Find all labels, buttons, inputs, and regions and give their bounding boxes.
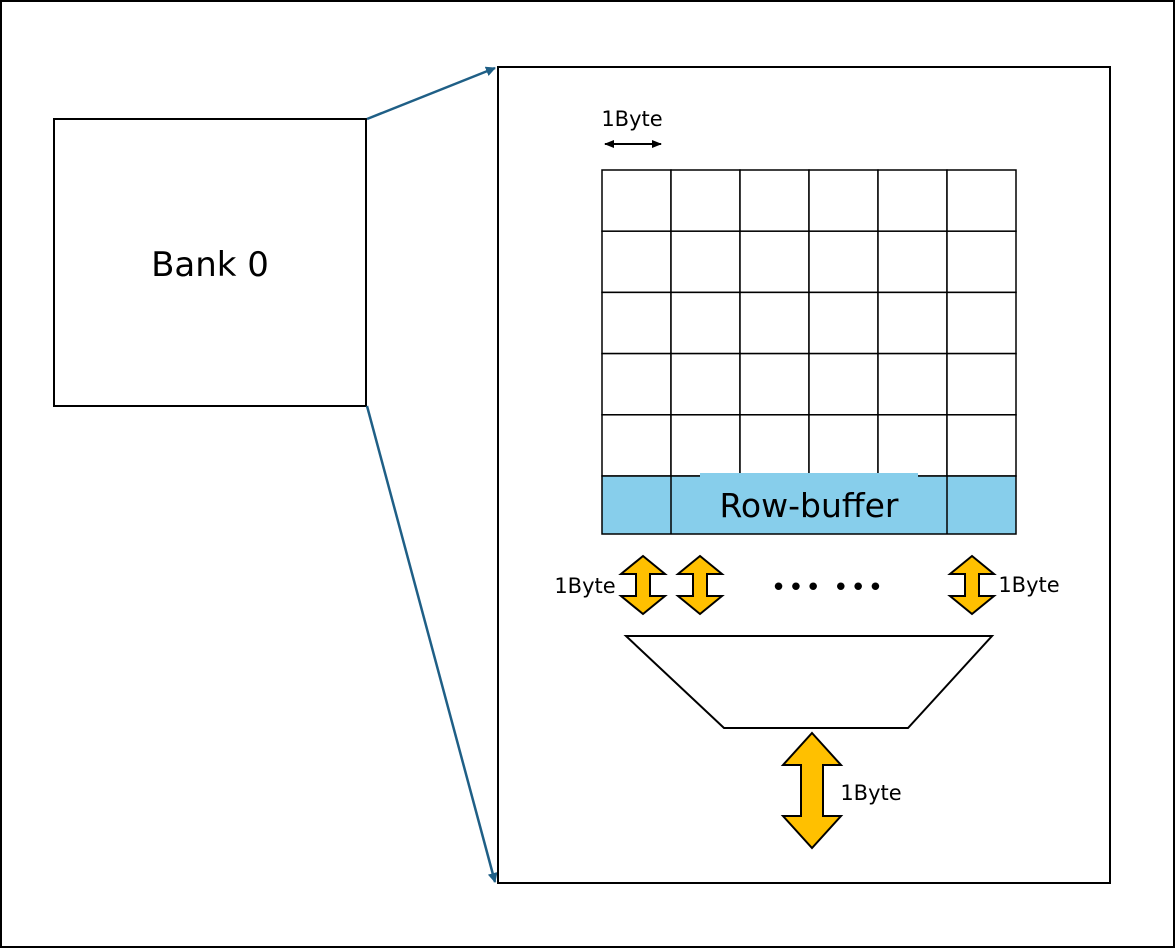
bank-box — [53, 118, 367, 407]
row-buffer: Row-buffer — [601, 473, 1017, 535]
output-double-arrow — [780, 731, 844, 850]
memory-cell — [739, 352, 810, 416]
memory-cell — [877, 291, 948, 355]
memory-cell — [877, 414, 948, 477]
memory-cell — [946, 414, 1017, 477]
io-double-arrow — [618, 554, 668, 616]
memory-cell — [739, 291, 810, 355]
output-arrow — [780, 731, 844, 850]
io-double-arrow — [947, 554, 997, 616]
memory-cell — [808, 230, 879, 294]
io-arrows — [618, 554, 997, 616]
memory-cell — [739, 414, 810, 477]
row-buffer-label: Row-buffer — [719, 486, 898, 525]
memory-cell — [877, 352, 948, 416]
memory-cell — [670, 352, 741, 416]
memory-cell — [946, 352, 1017, 416]
cell-array-grid — [601, 169, 1017, 477]
multiplexer-shape — [623, 635, 995, 729]
io-right-label: 1Byte — [998, 573, 1059, 597]
memory-cell — [946, 230, 1017, 294]
memory-cell — [739, 230, 810, 294]
bank-label: Bank 0 — [151, 245, 269, 285]
row-buffer-label-bg — [700, 473, 918, 479]
memory-cell — [601, 352, 672, 416]
memory-cell — [601, 291, 672, 355]
memory-cell — [670, 230, 741, 294]
memory-cell — [808, 169, 879, 232]
memory-cell — [670, 169, 741, 232]
output-label: 1Byte — [840, 781, 901, 805]
memory-cell — [601, 414, 672, 477]
memory-cell — [877, 169, 948, 232]
zoom-line-top — [366, 66, 496, 121]
memory-cell — [808, 291, 879, 355]
io-left-label: 1Byte — [554, 574, 615, 598]
memory-cell — [670, 291, 741, 355]
memory-cell — [739, 169, 810, 232]
memory-cell — [601, 169, 672, 232]
io-ellipsis: ••• ••• — [771, 573, 885, 603]
memory-cell — [946, 169, 1017, 232]
zoom-line-bottom — [365, 405, 498, 883]
memory-cell — [808, 352, 879, 416]
cell-width-label: 1Byte — [601, 107, 662, 131]
memory-cell — [670, 414, 741, 477]
memory-cell — [877, 230, 948, 294]
io-double-arrow — [675, 554, 725, 616]
memory-cell — [808, 414, 879, 477]
memory-cell — [601, 230, 672, 294]
memory-cell — [946, 291, 1017, 355]
